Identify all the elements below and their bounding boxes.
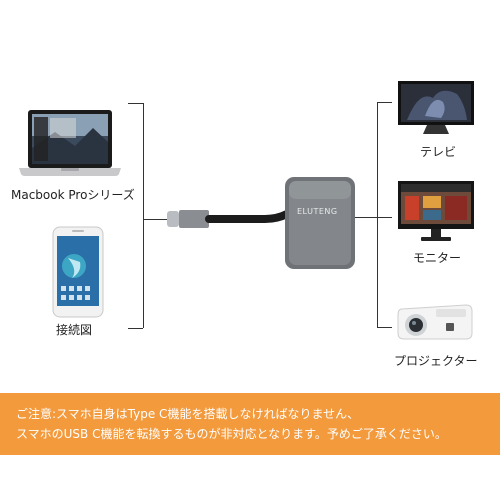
- tv-label: テレビ: [420, 145, 457, 159]
- smartphone-image: [52, 226, 104, 318]
- notice-line-2: スマホのUSB C機能を転換するものが非対応となります。予めご了承ください。: [16, 427, 447, 441]
- adapter-brand: ELUTENG: [297, 207, 338, 216]
- notice-banner: ご注意:スマホ自身はType C機能を搭載しなければなりません、 スマホのUSB…: [0, 393, 500, 455]
- right-bracket-mid: [377, 217, 392, 218]
- phone-label: 接続図: [56, 323, 93, 337]
- right-bracket-bottom: [377, 327, 392, 328]
- monitor-image: [398, 181, 474, 241]
- right-bracket-top: [377, 102, 392, 103]
- right-bracket-connector: [355, 217, 377, 218]
- right-bracket-vertical: [377, 102, 378, 327]
- notice-line-1: ご注意:スマホ自身はType C機能を搭載しなければなりません、: [16, 407, 360, 421]
- projector-label: プロジェクター: [394, 354, 478, 368]
- usb-c-adapter-image: [167, 177, 355, 269]
- left-bracket-connector: [143, 219, 167, 220]
- left-bracket-vertical: [143, 103, 144, 328]
- tv-image: [398, 81, 474, 134]
- left-bracket-top: [128, 103, 143, 104]
- macbook-image: [19, 110, 121, 176]
- left-bracket-bottom: [128, 328, 143, 329]
- projector-image: [397, 304, 473, 340]
- monitor-label: モニター: [413, 251, 462, 265]
- macbook-label: Macbook Proシリーズ: [11, 188, 135, 202]
